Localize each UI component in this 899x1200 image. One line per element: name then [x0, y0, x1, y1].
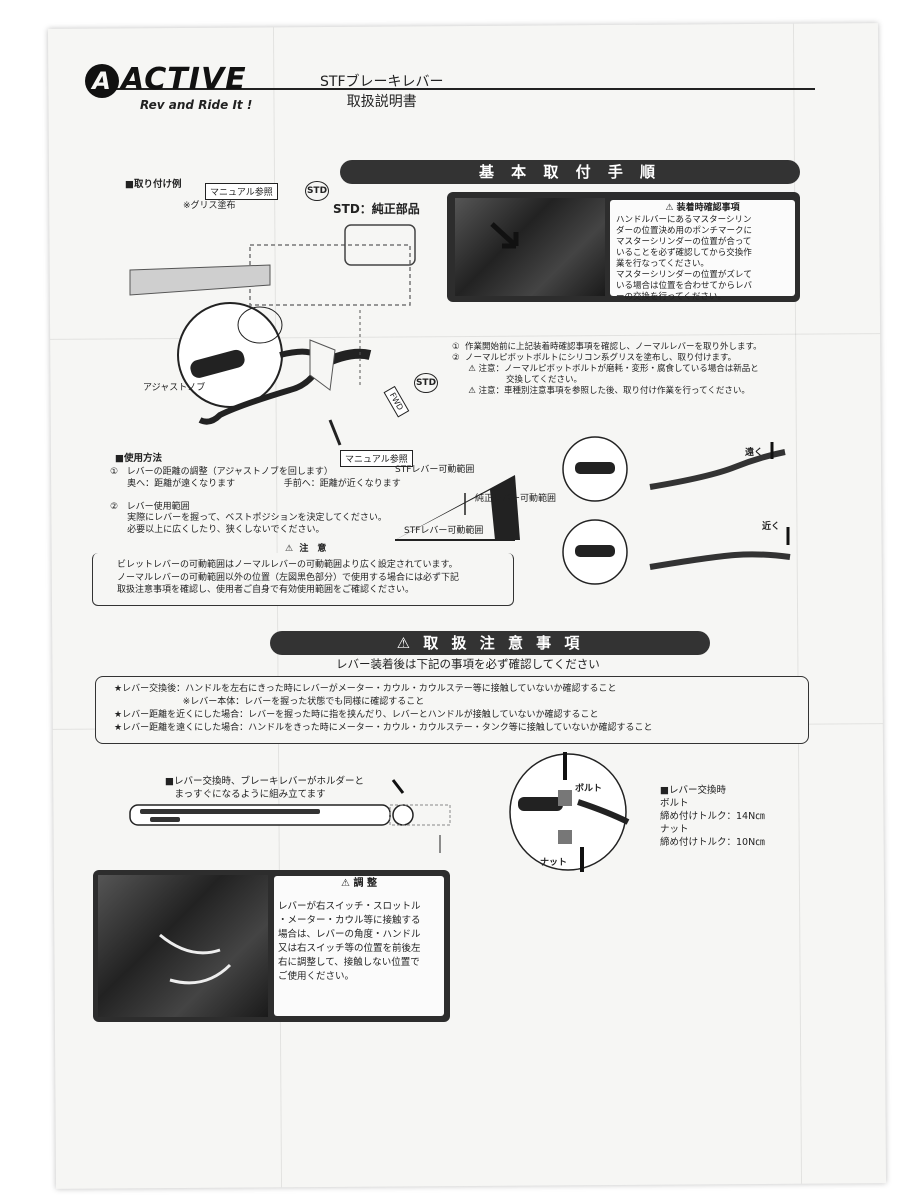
bolt-nut-diagram	[509, 752, 630, 872]
document-title: STFブレーキレバー 取扱説明書	[320, 74, 444, 110]
nut-label: ナット	[540, 858, 568, 868]
handling-item: ★レバー距離を近くにした場合：レバーを握った時に指を挟んだり、レバーとハンドルが…	[114, 710, 599, 720]
manual-ref-tag-2: マニュアル参照	[340, 450, 413, 467]
caution-title: ⚠ 装着時確認事項	[665, 203, 740, 213]
lever-range-diagram	[395, 475, 520, 541]
std-badge-bottom: STD	[414, 373, 438, 393]
usage-body: ① レバーの距離の調整（アジャストノブを回します） 奥へ：距離が遠くなります 手…	[110, 467, 401, 535]
brand-tagline: Rev and Ride It !	[140, 98, 253, 112]
adjust-card: ⚠ 調 整 レバーが右スイッチ・スロットル ・メーター・カウル等に接触する 場合…	[274, 876, 444, 1016]
handling-item: ★レバー距離を遠くにした場合：ハンドルをきった時にメーター・カウル・カウルステー…	[114, 723, 653, 733]
arrow-icon	[490, 222, 519, 249]
handling-subtitle: レバー装着後は下記の事項を必ず確認してください	[336, 657, 600, 671]
handlebar-photo	[455, 198, 605, 296]
handling-item: ※レバー本体：レバーを握った状態でも同様に確認すること	[114, 697, 425, 707]
caution-body: ハンドルバーにあるマスターシリン ダーの位置決め用のポンチマークに マスターシリ…	[616, 215, 753, 302]
adjust-body: レバーが右スイッチ・スロットル ・メーター・カウル等に接触する 場合は、レバーの…	[278, 901, 421, 982]
usage-caution-body: ビレットレバーの可動範囲はノーマルレバーの可動範囲より広く設定されています。 ノ…	[117, 560, 460, 595]
manual-ref-tag: マニュアル参照	[205, 183, 278, 200]
adjust-knob-label: アジャストノブ	[143, 383, 206, 393]
adjust-title: ⚠ 調 整	[341, 878, 377, 889]
install-banner: 基 本 取 付 手 順	[340, 160, 800, 184]
std-badge: STD	[305, 181, 329, 201]
range-label-mid: 純正レバー可動範囲	[475, 494, 557, 504]
far-label: 遠く	[745, 448, 764, 458]
handlebar-switch-photo	[98, 875, 268, 1017]
torque-spec: ■レバー交換時 ボルト 締め付けトルク：14N㎝ ナット 締め付けトルク：10N…	[660, 785, 765, 848]
install-steps: ① 作業開始前に上記装着時確認事項を確認し、ノーマルレバーを取り外します。 ② …	[452, 342, 762, 396]
handling-list-box: ★レバー交換後：ハンドルを左右にきった時にレバーがメーター・カウル・カウルステー…	[95, 676, 809, 744]
range-label-bottom: STFレバー可動範囲	[404, 526, 484, 536]
near-label: 近く	[762, 522, 781, 532]
handling-banner: ⚠ 取 扱 注 意 事 項	[270, 631, 710, 655]
caution-card: ⚠ 装着時確認事項 ハンドルバーにあるマスターシリン ダーの位置決め用のポンチマ…	[610, 200, 795, 302]
bolt-label: ボルト	[575, 784, 603, 794]
lever-install-diagram	[129, 224, 416, 446]
lever-position-illustrations	[562, 436, 791, 585]
grease-note: ※グリス塗布	[183, 201, 236, 211]
example-label: ■取り付け例	[125, 179, 182, 190]
usage-caution-title: ⚠ 注 意	[285, 544, 327, 554]
std-legend: STD：純正部品	[333, 202, 420, 216]
handling-item: ★レバー交換後：ハンドルを左右にきった時にレバーがメーター・カウル・カウルステー…	[114, 684, 617, 694]
usage-title: ■使用方法	[115, 453, 162, 464]
assembly-note: ■レバー交換時、ブレーキレバーがホルダーと まっすぐになるように組み立てます	[165, 776, 364, 800]
adjust-arrows-icon	[159, 933, 232, 985]
range-label-top: STFレバー可動範囲	[395, 465, 475, 475]
usage-caution-box	[92, 553, 514, 606]
header-rule	[110, 88, 815, 150]
lever-alignment-diagram	[129, 779, 451, 853]
